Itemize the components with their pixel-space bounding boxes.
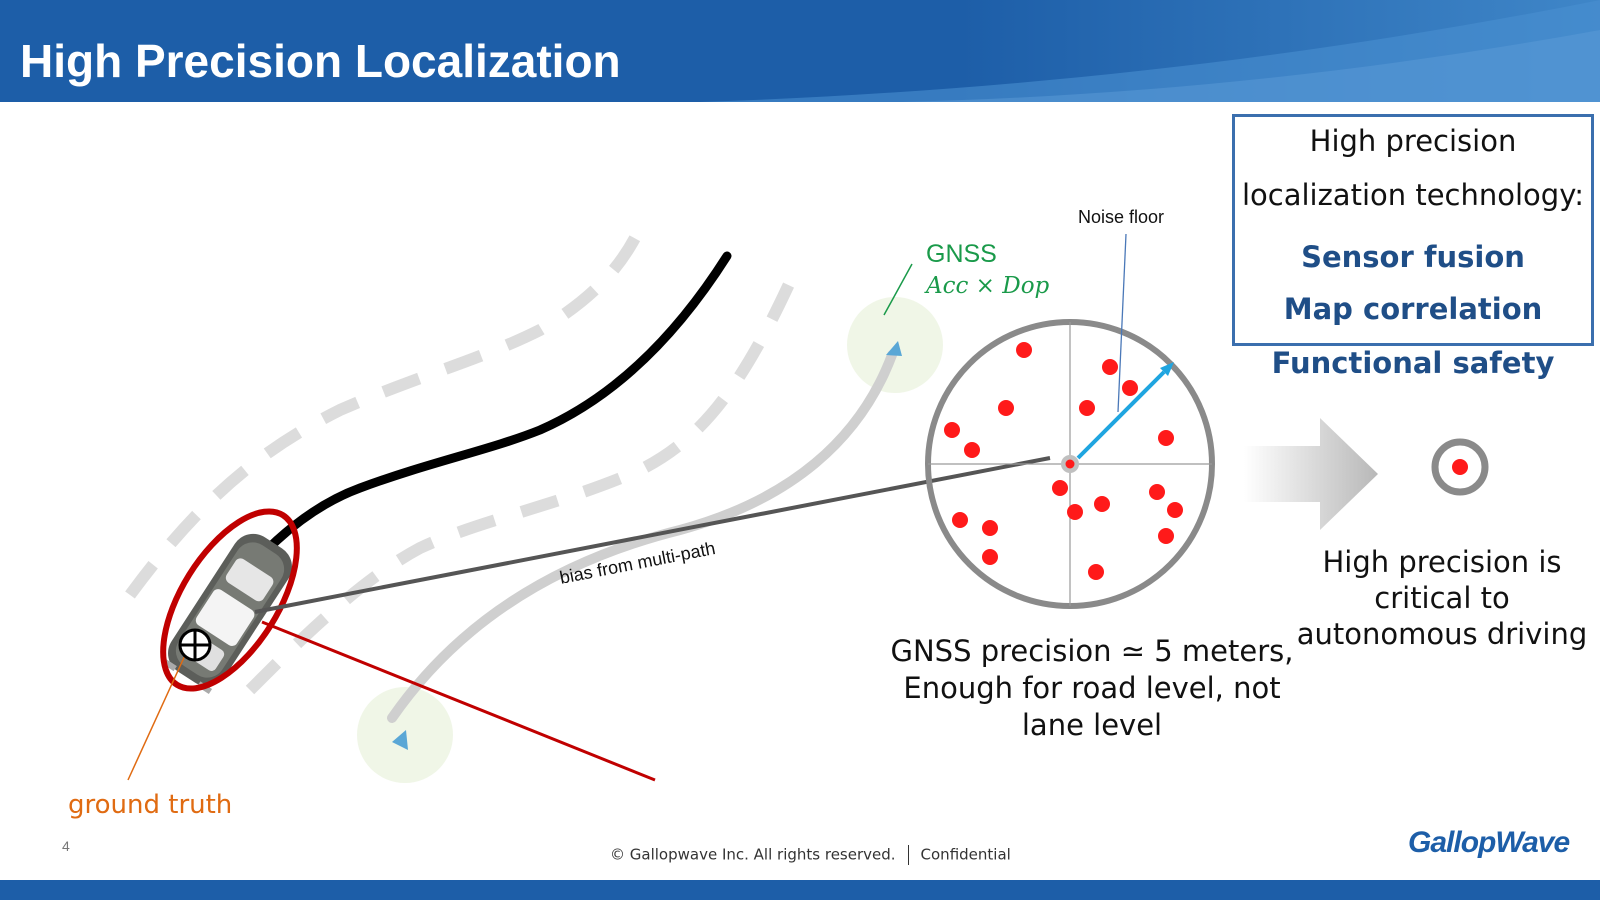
slide-title: High Precision Localization (20, 35, 621, 87)
gnss-arrowhead-top (886, 341, 902, 356)
technology-box (1232, 114, 1594, 346)
ground-truth-pointer (127, 639, 193, 781)
footer-separator (907, 845, 909, 865)
page-number: 4 (62, 838, 70, 854)
noise-floor-label: Noise floor (1078, 207, 1165, 227)
bias-line (254, 456, 1051, 614)
noise-floor-pointer (1117, 233, 1127, 413)
critical-line: critical to (1374, 581, 1510, 615)
gnss-label: GNSS (926, 240, 997, 268)
gnss-formula: Acc × Dop (926, 273, 1050, 299)
gnss-precision-text: GNSS precision ≃ 5 meters, Enough for ro… (872, 633, 1312, 744)
gallopwave-logo: GallopWave (1408, 826, 1570, 859)
result-arrow (1244, 418, 1378, 530)
critical-line: High precision is (1322, 545, 1562, 579)
tech-item-map-correlation: Map correlation (1283, 292, 1543, 326)
header-bar: High Precision Localization (0, 0, 1600, 102)
footer-bar (0, 880, 1600, 900)
critical-text: High precision is critical to autonomous… (1292, 544, 1592, 652)
tech-heading-line1: High precision (1309, 124, 1517, 158)
gnss-pointer (883, 263, 913, 316)
red-line (261, 620, 656, 782)
lane-line-upper (125, 225, 646, 599)
footer-text: © Gallopwave Inc. All rights reserved. Co… (610, 845, 1011, 865)
gnss-arrowhead-bottom (392, 730, 408, 750)
tech-heading-line2: localization technology: (1241, 178, 1585, 212)
lane-line-lower (245, 279, 796, 695)
critical-line: autonomous driving (1296, 617, 1588, 651)
gnss-sample-dots (944, 342, 1183, 580)
confidential-text: Confidential (920, 845, 1011, 864)
gnss-precision-line: lane level (1021, 708, 1163, 742)
ground-truth-trajectory (200, 251, 732, 630)
gnss-precision-line: Enough for road level, not (903, 671, 1281, 705)
gnss-precision-line: GNSS precision ≃ 5 meters, (890, 634, 1294, 668)
tech-item-sensor-fusion: Sensor fusion (1301, 240, 1525, 274)
ground-truth-label: ground truth (68, 790, 233, 820)
tech-item-functional-safety: Functional safety (1271, 346, 1555, 380)
radius-arrow (1076, 370, 1166, 460)
header-wave (700, 0, 1600, 102)
copyright-text: © Gallopwave Inc. All rights reserved. (610, 845, 896, 864)
